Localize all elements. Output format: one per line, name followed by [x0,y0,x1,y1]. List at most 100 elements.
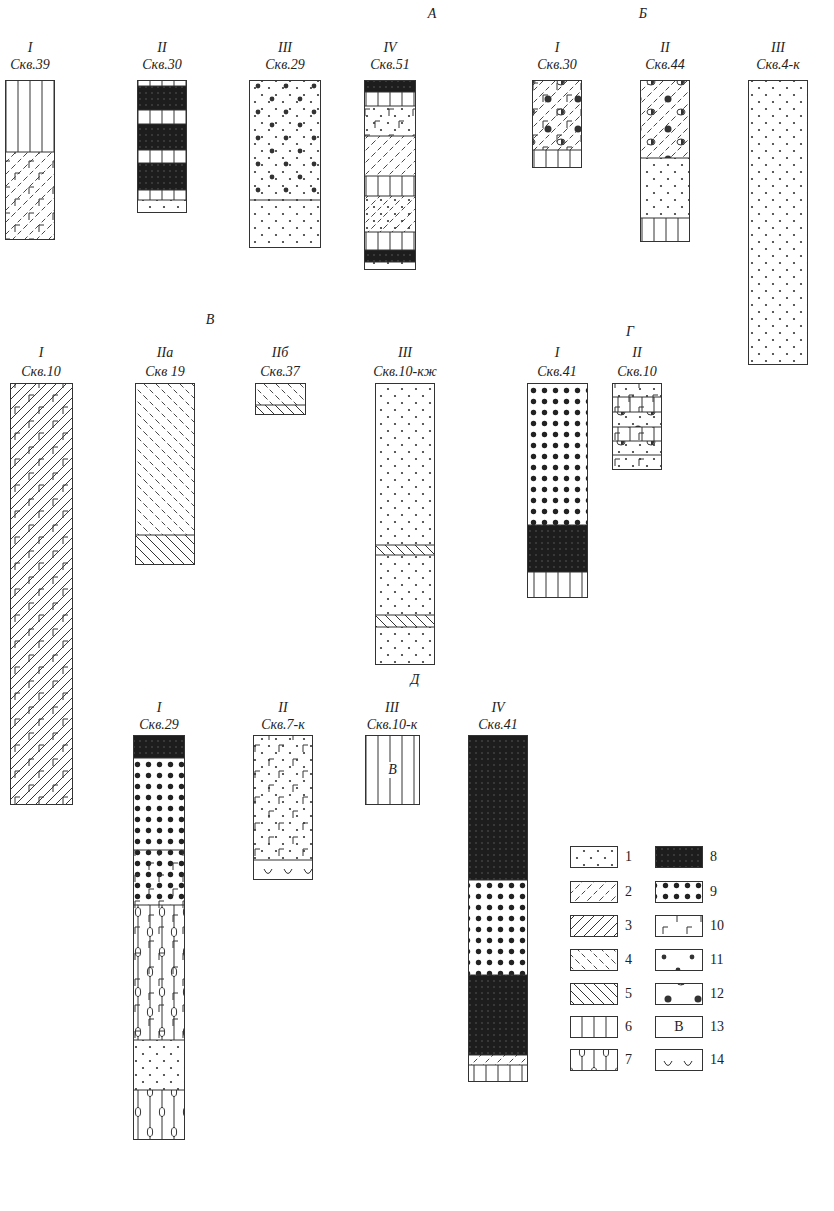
column-outline [136,384,195,565]
well-label: III [278,41,292,55]
legend-number: 12 [710,987,724,1001]
layer-boundary [640,218,690,219]
well-column [468,735,528,1082]
legend-swatch [570,949,618,971]
lithology-fill [365,735,420,805]
lithology-fill [133,905,185,1040]
column-outline [641,81,690,242]
well-label: IIб [272,346,288,360]
layer-ground [532,80,582,150]
column-outline [613,384,662,470]
well-label: Скв.30 [537,58,576,72]
legend-swatch [655,1016,703,1038]
column-letter: В [386,762,399,777]
lithology-fill [612,397,662,412]
lithology-fill [253,860,313,880]
legend-number: 2 [625,885,632,899]
column-outline [11,384,73,805]
layer-boundary [137,163,187,164]
layer-ground [655,949,703,971]
layer-ground [5,80,55,152]
column-outline [138,81,187,213]
lithology-fill [468,735,528,880]
layer-ground [655,915,703,937]
lithology-fill [364,196,416,232]
lithology-fill [133,1090,185,1140]
layer-ground [612,383,662,397]
well-label: Скв.41 [537,365,576,379]
layer-boundary [137,190,187,191]
layer-ground [612,427,662,441]
layer-ground [364,106,416,136]
column-outline [571,847,618,868]
layer-boundary [364,250,416,251]
well-column [365,735,420,805]
layer-boundary [612,427,662,428]
well-label: Скв.10 [21,365,60,379]
lithology-fill [133,735,185,758]
column-outline [749,81,808,365]
legend-number: 13 [710,1020,724,1034]
layer-ground [468,975,528,1055]
layer-ground [375,627,435,665]
lithology-fill [364,80,416,92]
layer-ground [137,200,187,213]
well-label: Скв 19 [145,365,184,379]
column-outline [571,882,618,903]
layer-ground [364,250,416,262]
well-column [527,383,588,598]
well-label: Скв.10 [617,365,656,379]
lithology-fill [364,176,416,196]
layer-boundary [133,850,185,851]
lithology-fill [468,1065,528,1082]
lithology-fill [527,572,588,598]
well-label: А [428,7,437,21]
layer-ground [364,92,416,106]
lithology-fill [133,905,185,1040]
lithology-fill [137,86,187,110]
layer-boundary [468,1055,528,1056]
well-label: Скв.29 [139,718,178,732]
lithology-fill [612,383,662,397]
well-label: II [660,41,669,55]
lithology-fill [655,1049,703,1071]
lithology-fill [570,983,618,1005]
well-column [532,80,582,168]
column-outline [528,384,588,598]
legend-number: 1 [625,850,632,864]
layer-boundary [364,196,416,197]
lithology-fill [364,106,416,136]
legend-swatch [655,983,703,1005]
well-label: II [157,41,166,55]
column-outline [656,916,703,937]
lithology-fill [5,152,55,240]
lithology-fill [640,80,690,158]
column-outline [571,984,618,1005]
lithology-fill [570,1049,618,1071]
layer-boundary [612,441,662,442]
layer-ground [137,163,187,190]
lithology-fill [249,80,321,200]
layer-boundary [364,232,416,233]
lithology-fill [133,1040,185,1090]
layer-ground [249,80,321,200]
well-column [612,383,662,470]
layer-boundary [137,110,187,111]
layer-ground [655,1049,703,1071]
layer-ground [570,846,618,868]
lithology-fill [655,846,703,868]
well-label: Скв.4-к [756,58,800,72]
legend-number: 9 [710,885,717,899]
lithology-fill [640,80,690,158]
layer-boundary [612,455,662,456]
lithology-fill [532,80,582,150]
layer-boundary [5,152,55,153]
legend-number: 6 [625,1020,632,1034]
layer-ground [5,152,55,240]
layer-ground [748,80,808,365]
layer-ground [133,850,185,905]
layer-boundary [468,975,528,976]
lithology-fill [364,196,416,232]
column-outline [656,1017,703,1038]
column-outline [656,847,703,868]
